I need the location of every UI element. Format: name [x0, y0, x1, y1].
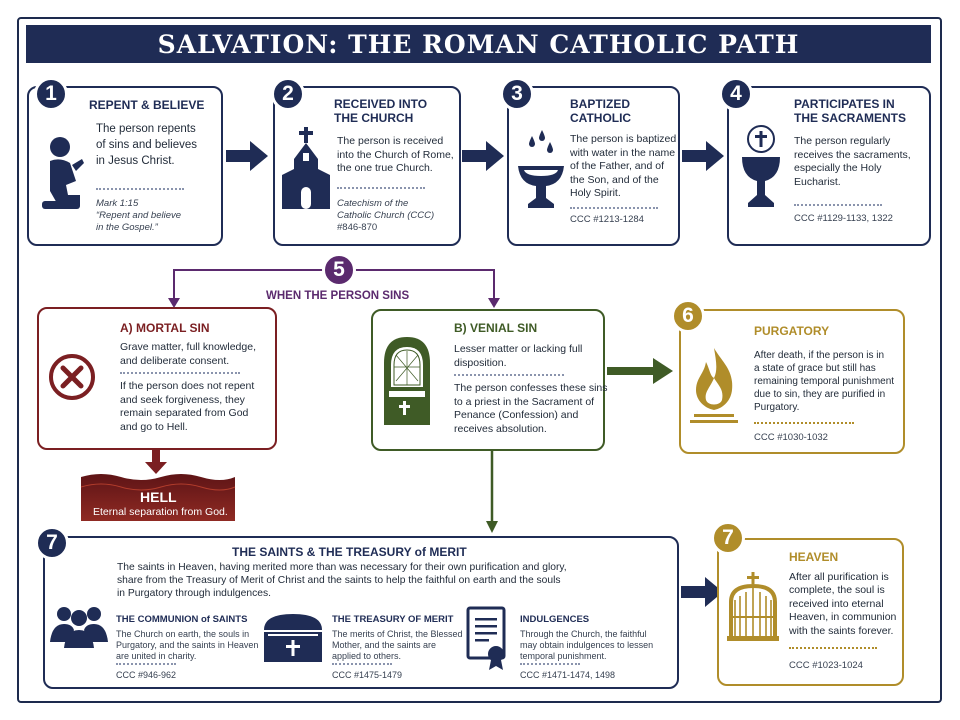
hell-text: Eternal separation from God.	[93, 506, 228, 518]
purgatory-number: 6	[671, 299, 705, 333]
arrow-right-icon	[226, 141, 268, 171]
arrow-right-icon	[681, 577, 723, 607]
treasury-divider	[332, 663, 392, 665]
treasure-chest-icon	[264, 614, 322, 662]
saints-title: THE SAINTS & THE TREASURY of MERIT	[232, 545, 467, 559]
step-3-divider	[570, 207, 658, 209]
praying-person-icon	[42, 137, 84, 209]
indulgences-divider	[520, 663, 580, 665]
page-title: SALVATION: THE ROMAN CATHOLIC PATH	[26, 25, 931, 63]
step-1-divider	[96, 188, 184, 190]
step-3-reference: CCC #1213-1284	[570, 214, 644, 225]
mortal-sin-title: A) MORTAL SIN	[120, 321, 210, 335]
step-5-number: 5	[322, 253, 356, 287]
people-group-icon	[50, 607, 108, 648]
confessional-icon	[384, 337, 430, 425]
arrow-right-icon	[682, 141, 724, 171]
indulgences-reference: CCC #1471-1474, 1498	[520, 670, 616, 680]
purgatory-title: PURGATORY	[754, 324, 830, 338]
arrow-right-green-icon	[607, 358, 673, 384]
step-2-number: 2	[271, 77, 305, 111]
purgatory-divider	[754, 422, 854, 424]
heaven-gate-icon	[727, 572, 779, 641]
arrow-down-icon	[145, 450, 167, 474]
step-1-title: REPENT & BELIEVE	[89, 98, 205, 112]
communion-divider	[116, 663, 176, 665]
chalice-host-icon	[742, 125, 780, 207]
venial-to-saints-connector	[486, 451, 498, 533]
purgatory-reference: CCC #1030-1032	[754, 432, 828, 443]
certificate-icon	[466, 606, 506, 670]
baptismal-font-icon	[518, 130, 564, 208]
heaven-divider	[789, 647, 877, 649]
heaven-title: HEAVEN	[789, 550, 839, 564]
step-4-reference: CCC #1129-1133, 1322	[794, 213, 893, 224]
church-icon	[282, 127, 330, 209]
heaven-reference: CCC #1023-1024	[789, 660, 863, 671]
hell-title: HELL	[140, 489, 177, 505]
indulgences-title: INDULGENCES	[520, 614, 590, 625]
step-4-divider	[794, 204, 882, 206]
communion-reference: CCC #946-962	[116, 670, 177, 680]
venial-sin-title: B) VENIAL SIN	[454, 321, 538, 335]
flame-icon	[690, 348, 738, 423]
mortal-sin-divider	[120, 372, 240, 374]
step-5-label: WHEN THE PERSON SINS	[266, 290, 410, 302]
treasury-reference: CCC #1475-1479	[332, 670, 403, 680]
heaven-card	[717, 538, 904, 686]
communion-title: THE COMMUNION of SAINTS	[116, 614, 248, 625]
step-3-number: 3	[500, 77, 534, 111]
step-2-divider	[337, 187, 425, 189]
saints-text: The saints in Heaven, having merited mor…	[117, 562, 567, 599]
hell-banner	[80, 474, 236, 521]
mortal-sin-text: Grave matter, full knowledge,and deliber…	[120, 341, 256, 367]
x-circle-icon	[49, 354, 95, 400]
step-4-number: 4	[719, 77, 753, 111]
arrow-right-icon	[462, 141, 504, 171]
venial-sin-divider	[454, 374, 564, 376]
saints-number: 7	[35, 526, 69, 560]
step-1-number: 1	[34, 77, 68, 111]
treasury-title: THE TREASURY OF MERIT	[332, 614, 454, 625]
heaven-number: 7	[711, 521, 745, 555]
